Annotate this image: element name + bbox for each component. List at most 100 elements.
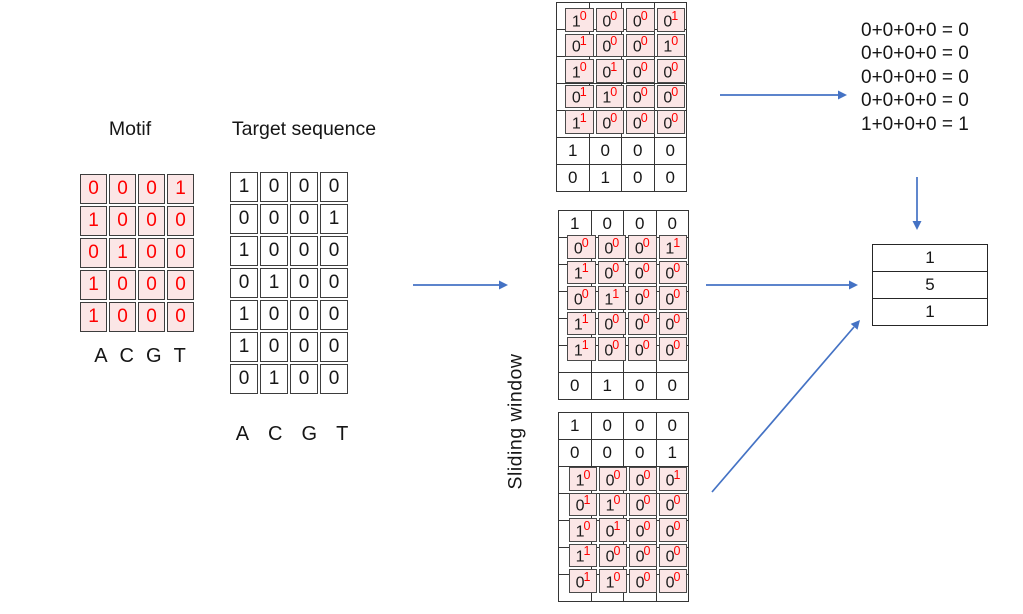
target-base-letter: C (268, 423, 283, 445)
target-cell: 0 (290, 364, 318, 394)
motif-value: 0 (610, 110, 618, 125)
result-cell: 1 (872, 298, 988, 326)
motif-value: 0 (642, 286, 650, 301)
target-cell: 1 (230, 300, 258, 330)
motif-cell: 0 (167, 302, 194, 332)
motif-value: 0 (612, 312, 620, 327)
window-position-2-overlay-cell: 00 (658, 311, 687, 335)
target-base-letter: T (336, 423, 349, 445)
motif-cell: 0 (138, 302, 165, 332)
motif-value: 0 (579, 59, 587, 74)
window-position-3-grid-cell: 0 (623, 439, 657, 467)
window-position-3-grid-cell: 0 (623, 412, 657, 440)
window-position-1-overlay-cell: 00 (626, 84, 655, 108)
window-position-3-overlay-cell: 10 (599, 492, 627, 516)
result-cell: 1 (872, 244, 988, 272)
target-value: 1 (575, 471, 585, 489)
target-value: 0 (635, 471, 645, 489)
window-position-2-overlay-cell: 00 (597, 337, 626, 361)
window-position-1-overlay-cell: 00 (595, 33, 624, 57)
arrow-target-to-windows (413, 280, 508, 290)
target-base-letter: A (235, 423, 250, 445)
target-value: 1 (573, 265, 583, 283)
target-value: 0 (573, 239, 583, 257)
motif-value: 1 (612, 286, 620, 301)
motif-value: 0 (643, 493, 651, 508)
window-position-2-overlay-cell: 00 (628, 337, 657, 361)
score-equation-line: 0+0+0+0 = 0 (861, 66, 969, 88)
motif-value: 0 (673, 493, 681, 508)
motif-value: 0 (643, 544, 651, 559)
window-position-3-grid-cell: 1 (558, 412, 592, 440)
motif-value: 0 (610, 34, 618, 49)
target-cell: 0 (320, 172, 348, 202)
target-cell: 1 (230, 172, 258, 202)
motif-value: 0 (583, 467, 591, 482)
motif-cell: 0 (138, 206, 165, 236)
window-position-2-overlay-cell: 00 (628, 286, 657, 310)
window-position-3-overlay-cell: 00 (629, 569, 657, 593)
window-position-1-overlay-cell: 00 (595, 110, 624, 134)
target-cell: 0 (260, 300, 288, 330)
window-position-3-overlay-cell: 00 (629, 518, 657, 542)
window-position-1-overlay-cell: 01 (656, 8, 685, 32)
window-position-3-overlay-cell: 00 (629, 543, 657, 567)
motif-value: 0 (583, 518, 591, 533)
motif-value: 0 (642, 312, 650, 327)
window-position-3-overlay-cell: 00 (659, 569, 687, 593)
motif-value: 1 (583, 544, 591, 559)
motif-value: 0 (673, 544, 681, 559)
target-value: 0 (665, 522, 675, 540)
score-equation-line: 0+0+0+0 = 0 (861, 20, 969, 41)
motif-value: 0 (581, 235, 589, 250)
motif-value: 0 (671, 85, 679, 100)
target-value: 0 (605, 471, 615, 489)
target-cell: 0 (320, 332, 348, 362)
motif-value: 0 (612, 261, 620, 276)
motif-value: 0 (642, 337, 650, 352)
window-position-2-overlay-cell: 00 (597, 235, 626, 259)
target-value: 0 (575, 573, 585, 591)
motif-value: 1 (583, 569, 591, 584)
target-cell: 0 (230, 268, 258, 298)
window-position-1-overlay-cell: 10 (595, 84, 624, 108)
window-position-1-grid-cell: 0 (556, 164, 590, 192)
target-value: 1 (573, 341, 583, 359)
window-position-2-overlay-cell: 11 (597, 286, 626, 310)
motif-cell: 0 (109, 270, 136, 300)
window-position-2-overlay-cell: 00 (658, 260, 687, 284)
target-cell: 0 (230, 364, 258, 394)
target-value: 0 (665, 548, 675, 566)
window-position-1-overlay-cell: 01 (565, 33, 594, 57)
target-value: 1 (571, 63, 581, 81)
window-position-3-overlay-cell: 00 (599, 543, 627, 567)
motif-cell: 0 (109, 206, 136, 236)
motif-value: 1 (673, 235, 681, 250)
result-row: 1 (872, 298, 988, 326)
target-value: 0 (635, 573, 645, 591)
motif-value: 0 (671, 59, 679, 74)
window-position-2-grid-cell: 0 (623, 210, 657, 238)
target-value: 1 (575, 522, 585, 540)
target-cell: 0 (290, 268, 318, 298)
window-position-2-overlay-cell: 00 (658, 286, 687, 310)
arrow-window1-to-equations (720, 90, 847, 100)
motif-cell: 1 (80, 302, 107, 332)
target-value: 0 (665, 265, 675, 283)
motif-cell: 0 (80, 238, 107, 268)
